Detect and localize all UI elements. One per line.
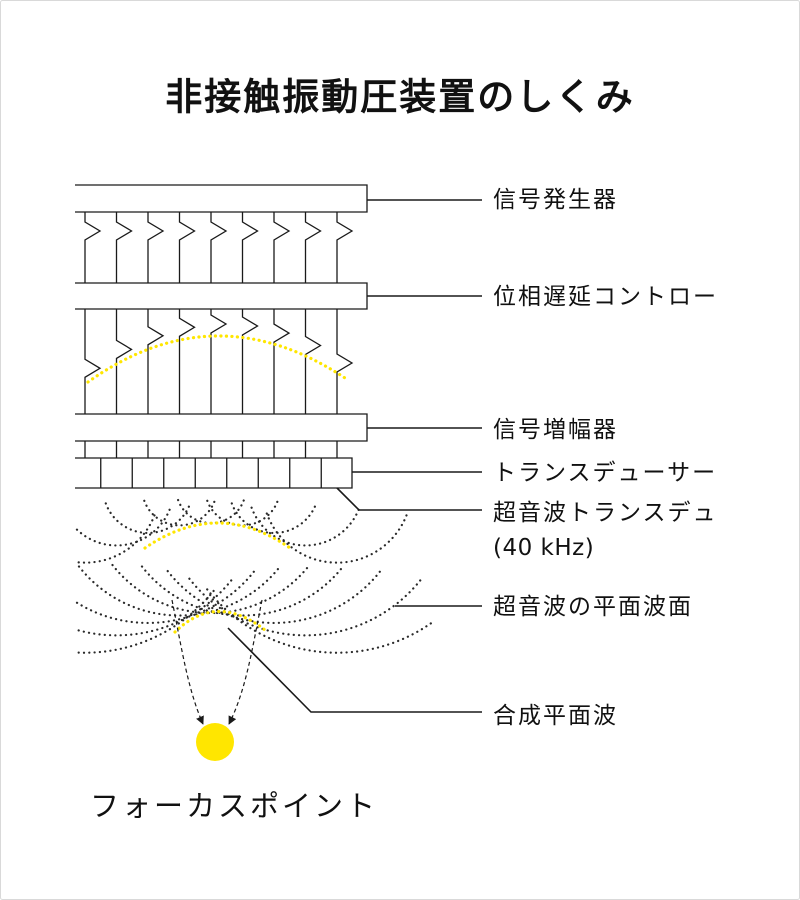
label-focus-point: フォーカスポイント — [90, 789, 378, 823]
wavelet-arc-far — [111, 563, 311, 615]
label-plane-wavefront: 超音波の平面波面 — [493, 594, 693, 620]
wavelet-arc-near — [104, 502, 192, 535]
wavelet-arc-far — [188, 577, 423, 637]
generator-channel-line — [336, 212, 354, 283]
label-signal-generator: 信号発生器 — [493, 187, 618, 213]
wavelet-arc-far — [140, 565, 345, 617]
generator-channel-line — [304, 212, 322, 283]
synthesized-wavefront-lower — [173, 609, 267, 634]
label-ultrasonic-transducer: 超音波トランスデュ — [493, 500, 718, 526]
wavelet-arc-far — [75, 577, 234, 637]
convergence-arrow-left — [171, 599, 204, 725]
signal-generator-bar — [75, 184, 368, 213]
channel-lines-group — [84, 212, 354, 488]
generator-channel-line — [210, 212, 228, 283]
generator-channel-line — [178, 212, 196, 283]
generator-channel-line — [115, 212, 133, 283]
delayed-channel-line — [210, 309, 228, 414]
wavelet-arc-far — [75, 570, 256, 625]
wavelets-group — [75, 498, 433, 654]
delayed-channel-line — [304, 309, 322, 414]
wavelet-arc-near — [75, 506, 172, 547]
delayed-channel-line — [178, 309, 196, 414]
wavelet-arc-near — [250, 506, 361, 547]
wavelet-arc-near — [206, 499, 279, 527]
wavelet-arc-far — [77, 565, 282, 617]
wavelet-arc-near — [75, 512, 157, 564]
synthesized-wavefront-upper — [143, 521, 292, 550]
focus-point-dot — [196, 723, 234, 761]
wavelet-arc-far — [75, 588, 216, 654]
phase-delay-profile-arc — [86, 334, 347, 384]
wavelet-arc-far — [166, 570, 382, 625]
transducer-row-frame — [75, 457, 353, 489]
leader-synthesized-plane-wave — [227, 627, 482, 713]
delayed-channel-line — [336, 309, 354, 414]
wavelet-arc-near — [265, 512, 409, 564]
convergence-arrow-right — [228, 599, 263, 725]
generator-channel-line — [84, 212, 102, 283]
generator-channel-line — [273, 212, 291, 283]
wavelet-arc-far — [206, 588, 433, 654]
delayed-channel-line — [84, 309, 102, 414]
label-synthesized-plane-wave: 合成平面波 — [493, 703, 618, 729]
delayed-channel-line — [147, 309, 165, 414]
generator-channel-line — [241, 212, 259, 283]
generator-channel-line — [147, 212, 165, 283]
label-transducer: トランスデューサー — [493, 460, 717, 486]
delayed-channel-line — [241, 309, 259, 414]
label-phase-delay-controller: 位相遅延コントロー — [493, 284, 718, 310]
wavelet-arc-near — [230, 502, 318, 535]
label-signal-amplifier: 信号増幅器 — [493, 417, 618, 443]
page-title: 非接触振動圧装置のしくみ — [165, 76, 634, 119]
label-ultrasonic-frequency: (40 kHz) — [493, 535, 594, 561]
wavelet-arc-near — [143, 499, 216, 527]
delayed-channel-line — [115, 309, 133, 414]
leader-ultrasonic-transducer — [336, 487, 482, 511]
delayed-channel-line — [273, 309, 291, 414]
